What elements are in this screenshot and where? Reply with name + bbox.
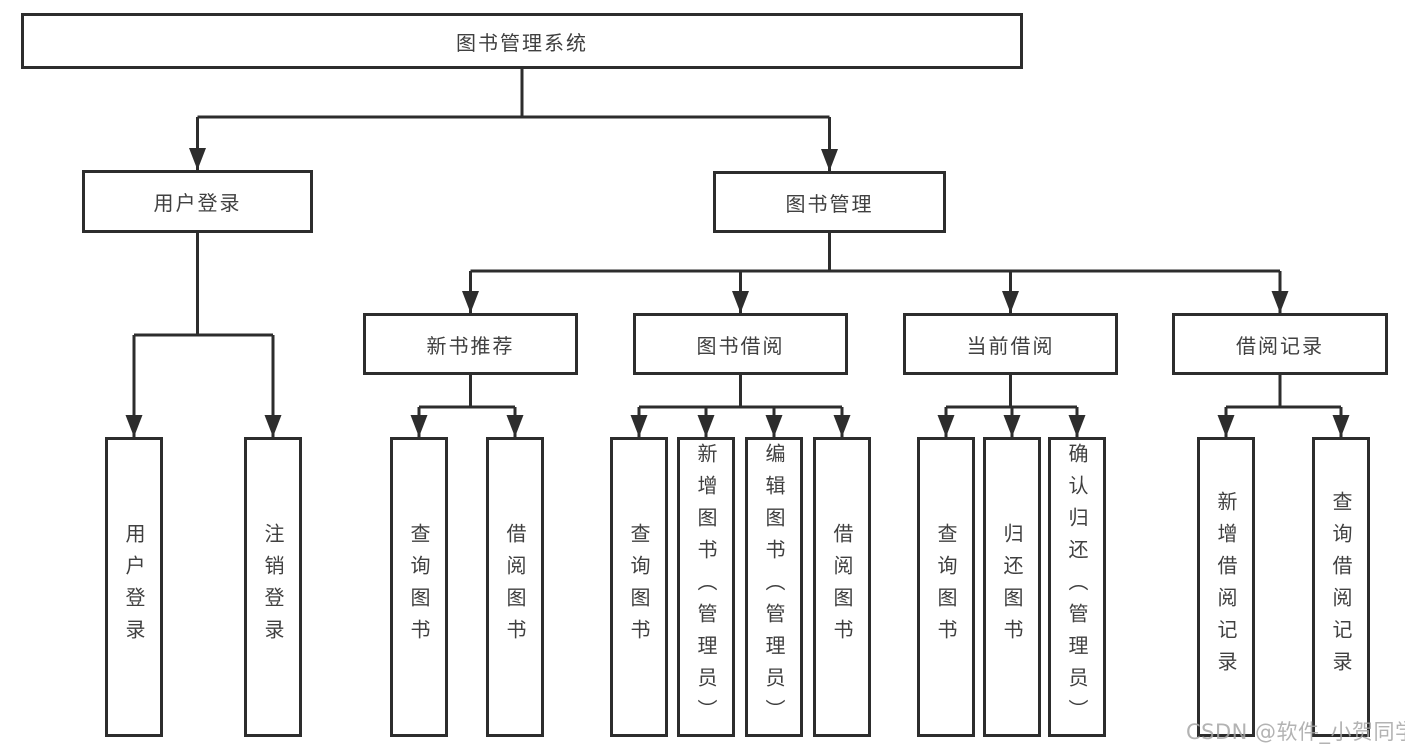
node-label: 归还图书: [1000, 523, 1024, 651]
node-leaf-query-books-current: 查询图书: [917, 437, 975, 737]
node-leaf-user-login: 用户登录: [105, 437, 163, 737]
node-label: 查询图书: [407, 523, 431, 651]
node-leaf-query-books-borrowing: 查询图书: [610, 437, 668, 737]
arrowheads: [125, 148, 1350, 437]
node-label: 确认归还（管理员）: [1065, 443, 1089, 731]
node-label: 注销登录: [261, 523, 285, 651]
node-label: 查询图书: [627, 523, 651, 651]
node-leaf-confirm-return-admin: 确认归还（管理员）: [1048, 437, 1106, 737]
node-book-management: 图书管理: [713, 171, 946, 233]
node-current-borrowing: 当前借阅: [903, 313, 1118, 375]
node-leaf-return-books: 归还图书: [983, 437, 1041, 737]
node-leaf-borrow-books-recommend: 借阅图书: [486, 437, 544, 737]
node-new-book-recommendation: 新书推荐: [363, 313, 578, 375]
csdn-watermark: CSDN @软件_小贺同学: [1186, 720, 1405, 744]
node-label: 新书推荐: [426, 333, 515, 358]
node-label: 当前借阅: [966, 333, 1055, 358]
node-leaf-edit-books-admin: 编辑图书（管理员）: [745, 437, 803, 737]
node-leaf-borrow-books: 借阅图书: [813, 437, 871, 737]
node-leaf-add-books-admin: 新增图书（管理员）: [677, 437, 735, 737]
node-label: 图书管理系统: [456, 30, 588, 55]
node-borrowing-records: 借阅记录: [1172, 313, 1388, 375]
node-label: 借阅图书: [503, 523, 527, 651]
node-label: 图书借阅: [696, 333, 785, 358]
node-label: 新增借阅记录: [1214, 491, 1238, 683]
node-label: 借阅记录: [1236, 333, 1324, 358]
node-leaf-query-books-recommend: 查询图书: [390, 437, 448, 737]
node-book-borrowing: 图书借阅: [633, 313, 848, 375]
node-label: 用户登录: [122, 523, 146, 651]
node-label: 查询借阅记录: [1329, 491, 1353, 683]
node-leaf-query-borrow-record: 查询借阅记录: [1312, 437, 1370, 737]
node-label: 查询图书: [934, 523, 958, 651]
node-label: 图书管理: [785, 191, 874, 216]
node-leaf-add-borrow-record: 新增借阅记录: [1197, 437, 1255, 737]
node-label: 新增图书（管理员）: [694, 443, 718, 731]
node-leaf-logout: 注销登录: [244, 437, 302, 737]
node-label: 用户登录: [153, 191, 242, 215]
node-label: 编辑图书（管理员）: [762, 443, 786, 731]
node-library-management-system: 图书管理系统: [21, 13, 1023, 69]
node-user-login: 用户登录: [82, 170, 313, 233]
node-label: 借阅图书: [830, 523, 854, 651]
